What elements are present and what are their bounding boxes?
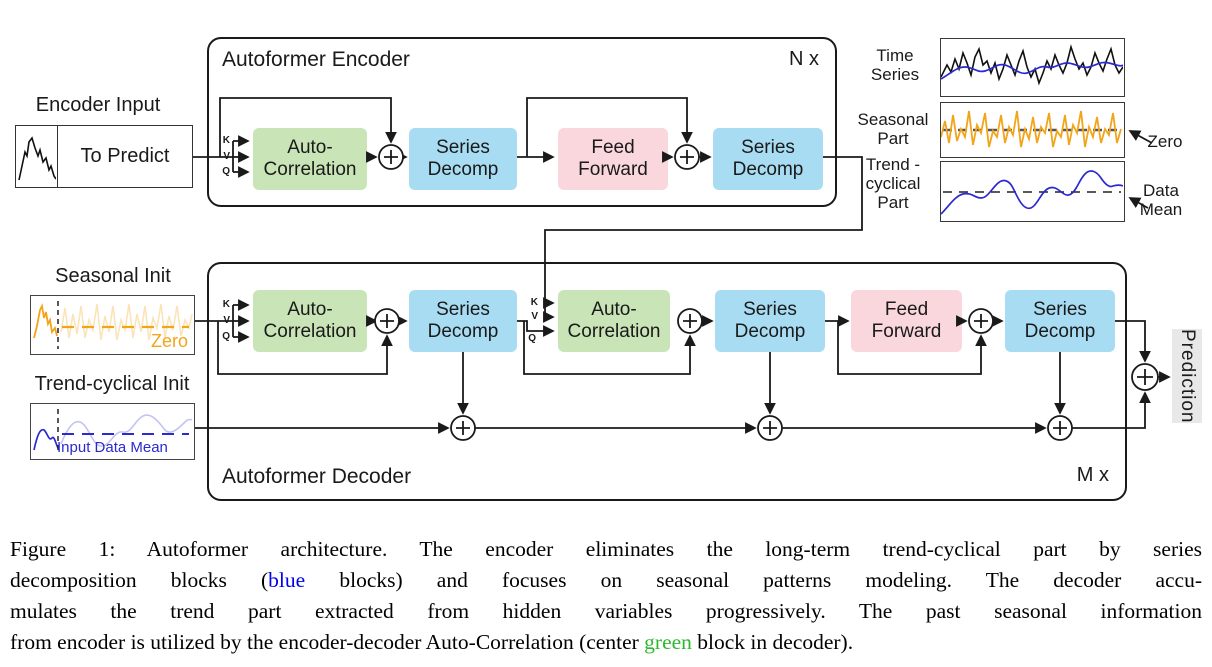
autoformer-encoder-box: Autoformer Encoder N x (207, 37, 837, 207)
caption-blue-word: blue (268, 568, 306, 592)
encoder-series-decomp-block-1: Series Decomp (409, 128, 517, 190)
caption-line4-pre: from encoder is utilized by the encoder-… (10, 630, 645, 654)
input-data-mean-label: Input Data Mean (57, 439, 168, 456)
trend-init-plot (33, 409, 193, 454)
seasonal-init-zero-label: Zero (150, 331, 188, 351)
encoder-q-label: Q (222, 166, 230, 177)
decoder-q-label-2: Q (528, 333, 536, 344)
decoder-feed-forward-block: Feed Forward (851, 290, 962, 352)
encoder-feed-forward-block: Feed Forward (558, 128, 668, 190)
decoder-auto-correlation-block-1: Auto-Correlation (253, 290, 367, 352)
encoder-title: Autoformer Encoder (222, 48, 410, 71)
caption-line-1: Figure 1: Autoformer architecture. The e… (10, 537, 1202, 561)
seasonal-init-plot (33, 301, 193, 349)
decoder-k-label-1: K (222, 299, 230, 310)
decoder-series-decomp-block-2: Series Decomp (715, 290, 825, 352)
seasonal-init-box: Zero (30, 295, 195, 355)
caption-line-4: from encoder is utilized by the encoder-… (10, 627, 1202, 658)
input-series-sparkline (18, 136, 57, 181)
data-mean-annotation: Data Mean (1139, 181, 1183, 219)
seasonal-part-panel (940, 102, 1125, 158)
trend-cyclical-init-label: Trend-cyclical Init (34, 373, 190, 395)
decoder-auto-correlation-block-2: Auto-Correlation (558, 290, 670, 352)
decoder-repeat-count: M x (1076, 464, 1109, 486)
encoder-v-label: V (223, 151, 230, 162)
seasonal-part-panel-label: Seasonal Part (857, 110, 929, 148)
sum-node (1131, 363, 1159, 391)
caption-line-2: decomposition blocks (blue blocks) and f… (10, 565, 1202, 596)
encoder-auto-correlation-block: Auto-Correlation (253, 128, 367, 190)
encoder-series-decomp-block-2: Series Decomp (713, 128, 823, 190)
decoder-v-label-1: V (223, 315, 230, 326)
encoder-input-label: Encoder Input (35, 94, 161, 116)
decoder-title: Autoformer Decoder (222, 465, 412, 488)
trend-cyclical-init-box: Input Data Mean (30, 403, 195, 460)
caption-line4-post: block in decoder). (691, 630, 854, 654)
decoder-v-label-2: V (531, 311, 538, 322)
zero-annotation: Zero (1147, 132, 1183, 151)
caption-line2-post: blocks) and focuses on seasonal patterns… (305, 568, 1202, 592)
decoder-series-decomp-block-1: Series Decomp (409, 290, 517, 352)
time-series-plot (941, 44, 1124, 86)
caption-green-word: green (644, 630, 692, 654)
caption-line2-pre: decomposition blocks ( (10, 568, 269, 592)
encoder-repeat-count: N x (789, 48, 819, 70)
trend-cyclical-panel-label: Trend -cyclical Part (865, 155, 921, 212)
trend-cyclical-plot (941, 170, 1124, 215)
encoder-input-box: To Predict (15, 125, 193, 188)
decoder-k-label-2: K (530, 297, 538, 308)
figure-caption: Figure 1: Autoformer architecture. The e… (10, 534, 1202, 658)
seasonal-part-plot (941, 110, 1122, 148)
decoder-q-label-1: Q (222, 331, 230, 342)
encoder-k-label: K (222, 135, 230, 146)
to-predict-label: To Predict (80, 145, 170, 167)
caption-line-3: mulates the trend part extracted from hi… (10, 599, 1202, 623)
encoder-input-history-cell (16, 126, 58, 187)
time-series-panel (940, 38, 1125, 97)
time-series-panel-label: Time Series (870, 46, 920, 84)
trend-cyclical-panel (940, 161, 1125, 222)
prediction-output-label: Prediction (1172, 329, 1202, 423)
decoder-series-decomp-block-3: Series Decomp (1005, 290, 1115, 352)
seasonal-init-label: Seasonal Init (55, 265, 171, 287)
